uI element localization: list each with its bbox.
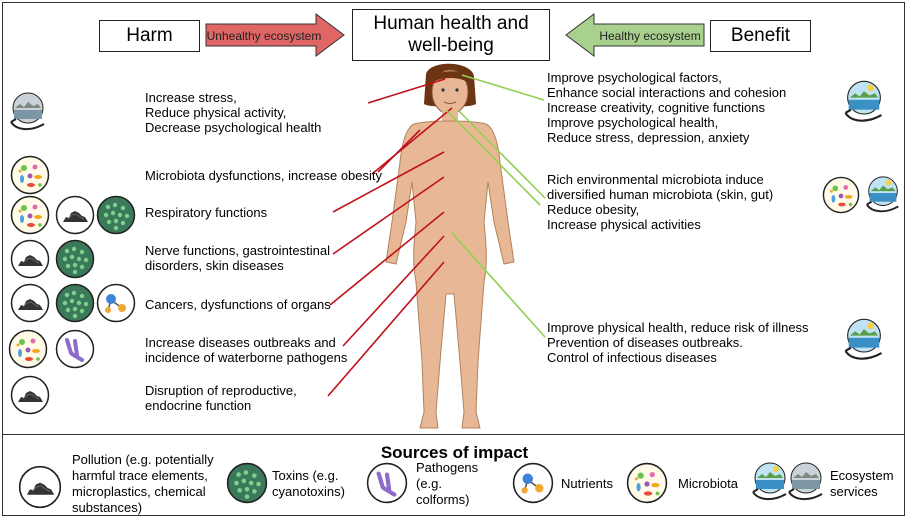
- toxins-icon: [55, 239, 95, 279]
- benefit-line: [446, 110, 540, 205]
- harm-text-5: Cancers, dysfunctions of organs: [145, 297, 331, 312]
- pollution-icon: [10, 375, 50, 415]
- microbiota-icon: [8, 329, 48, 369]
- legend-microbiota-label: Microbiota: [678, 476, 738, 492]
- harm-line: [328, 262, 444, 396]
- pollution-icon: [10, 283, 50, 323]
- harm-line: [368, 79, 445, 103]
- benefit-text-2: Rich environmental microbiota induce div…: [547, 172, 773, 232]
- harm-text-6: Increase diseases outbreaks and incidenc…: [145, 335, 347, 365]
- harm-text-7: Disruption of reproductive, endocrine fu…: [145, 383, 297, 413]
- microbiota-icon: [822, 176, 860, 214]
- ecosystem-services-icon: [6, 90, 50, 134]
- harm-line: [372, 108, 452, 174]
- nutrients-icon: [512, 462, 554, 504]
- microbiota-icon: [626, 462, 668, 504]
- pollution-icon: [18, 465, 62, 509]
- harm-text-4: Nerve functions, gastrointestinal disord…: [145, 243, 330, 273]
- pollution-icon: [10, 239, 50, 279]
- harm-line: [378, 130, 420, 172]
- pathogens-icon: [55, 329, 95, 369]
- legend-nutrients-label: Nutrients: [561, 476, 613, 492]
- sources-divider: [2, 434, 905, 435]
- ecosystem-services-icon: [862, 174, 904, 216]
- pathogens-icon: [366, 462, 408, 504]
- benefit-line: [458, 110, 545, 198]
- legend-toxins-label: Toxins (e.g. cyanotoxins): [272, 468, 345, 500]
- toxins-icon: [226, 462, 268, 504]
- harm-text-2: Microbiota dysfunctions, increase obesit…: [145, 168, 382, 183]
- ecosystem-services-grey-icon: [784, 460, 828, 504]
- legend-ecosystem-services-label: Ecosystem services: [830, 468, 894, 500]
- harm-text-1: Increase stress, Reduce physical activit…: [145, 90, 321, 135]
- benefit-line: [462, 75, 544, 100]
- pollution-icon: [55, 195, 95, 235]
- benefit-text-3: Improve physical health, reduce risk of …: [547, 320, 809, 365]
- microbiota-icon: [10, 155, 50, 195]
- nutrients-icon: [96, 283, 136, 323]
- toxins-icon: [55, 283, 95, 323]
- harm-line: [333, 177, 444, 254]
- microbiota-icon: [10, 195, 50, 235]
- harm-line: [330, 212, 444, 305]
- legend-pollution-label: Pollution (e.g. potentially harmful trac…: [72, 452, 214, 516]
- ecosystem-services-icon: [840, 78, 888, 126]
- toxins-icon: [96, 195, 136, 235]
- benefit-text-1: Improve psychological factors, Enhance s…: [547, 70, 786, 145]
- ecosystem-services-icon: [840, 316, 888, 364]
- legend-pathogens-label: Pathogens (e.g. colforms): [416, 460, 478, 508]
- harm-text-3: Respiratory functions: [145, 205, 267, 220]
- benefit-line: [452, 233, 545, 337]
